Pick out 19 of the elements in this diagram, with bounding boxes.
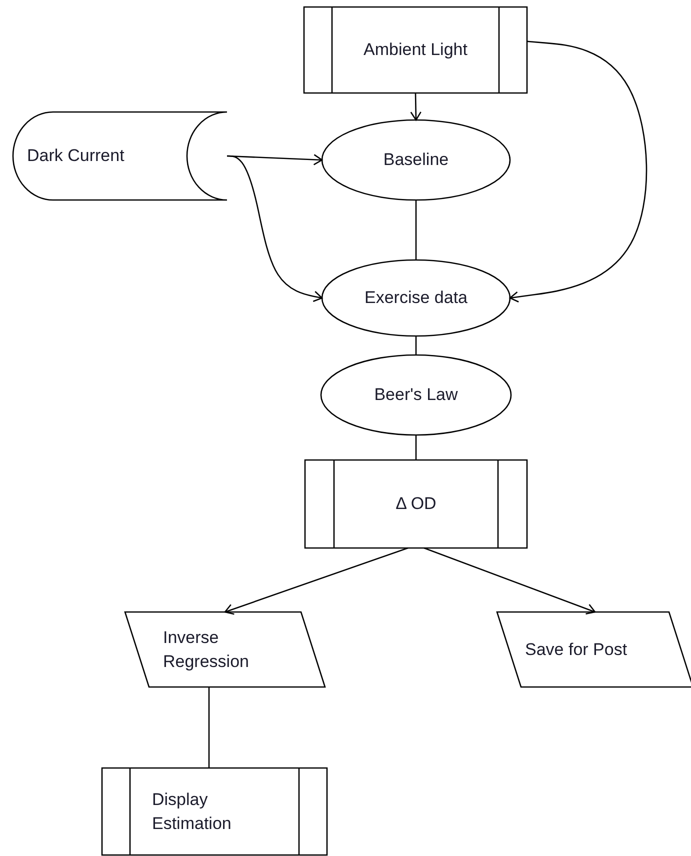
node-label: Exercise data <box>364 287 468 309</box>
arrow <box>226 154 323 166</box>
node-label: Δ OD <box>394 493 438 515</box>
arrow <box>410 92 422 121</box>
arrow <box>424 547 596 615</box>
arrow <box>224 547 408 615</box>
arrow <box>227 155 323 302</box>
node-label: Baseline <box>382 149 450 171</box>
node-label: Ambient Light <box>362 39 468 61</box>
connector-line <box>415 336 417 355</box>
connector-line <box>415 435 417 460</box>
node-label: Display Estimation <box>152 788 232 834</box>
node-label: Beer's Law <box>373 384 459 406</box>
node-label: Dark Current <box>27 145 126 167</box>
node-label: Inverse Regression <box>163 626 250 672</box>
connector-line <box>415 200 417 260</box>
node-label: Save for Post <box>525 638 628 660</box>
connector-line <box>208 687 210 768</box>
arrow <box>509 40 648 303</box>
